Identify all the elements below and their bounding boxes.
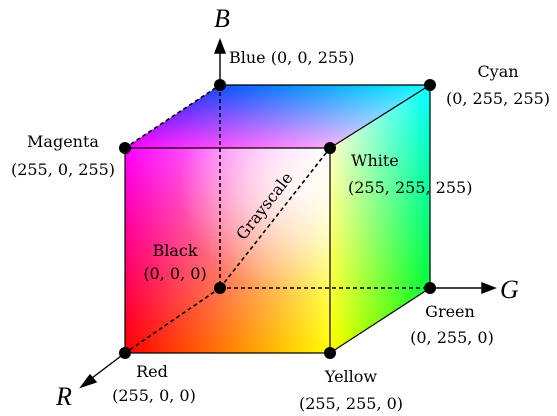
red-vertex-dot (119, 347, 131, 359)
r-axis-label: R (55, 382, 72, 411)
green-vertex-dot (424, 282, 436, 294)
r-axis-arrowhead (79, 373, 98, 389)
blue-vertex-dot (214, 79, 226, 91)
magenta-coords: (255, 0, 255) (11, 160, 115, 179)
black-vertex-dot (214, 282, 226, 294)
blue-label: Blue (0, 0, 255) (229, 48, 354, 67)
yellow-coords: (255, 255, 0) (299, 394, 403, 413)
red-coords: (255, 0, 0) (112, 386, 196, 405)
grayscale-diagonal (219, 147, 331, 289)
yellow-vertex-dot (324, 347, 336, 359)
white-vertex-dot (324, 142, 336, 154)
b-axis-label: B (214, 4, 230, 33)
cube-edges (124, 84, 431, 354)
red-name: Red (136, 362, 168, 381)
cube-front-face (125, 148, 330, 353)
magenta-name: Magenta (27, 132, 99, 151)
white-name: White (351, 151, 399, 170)
g-axis-label: G (500, 275, 519, 304)
magenta-vertex-dot (119, 142, 131, 154)
hidden-edges (124, 84, 430, 354)
g-axis-arrowhead (481, 281, 497, 295)
axes (79, 38, 497, 389)
cyan-coords: (0, 255, 255) (446, 89, 550, 108)
green-name: Green (425, 302, 475, 321)
green-coords: (0, 255, 0) (410, 328, 494, 347)
vertex-dots (119, 79, 436, 359)
black-coords: (0, 0, 0) (143, 264, 206, 283)
cyan-vertex-dot (424, 79, 436, 91)
yellow-name: Yellow (324, 367, 378, 386)
black-name: Black (152, 241, 197, 260)
white-coords: (255, 255, 255) (348, 178, 472, 197)
b-axis-arrowhead (213, 38, 227, 54)
cyan-name: Cyan (477, 62, 518, 81)
